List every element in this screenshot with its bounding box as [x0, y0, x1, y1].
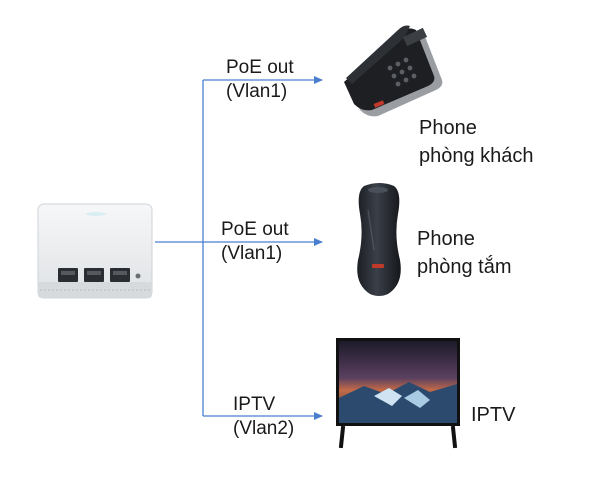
wall-access-point-icon	[37, 203, 153, 299]
link-label-phone-living: PoE out (Vlan1)	[226, 56, 294, 104]
device-label-phone-living: Phone phòng khách	[419, 114, 534, 170]
link-label-phone-bath: PoE out (Vlan1)	[221, 218, 289, 266]
device-label-line1: Phone	[419, 117, 477, 139]
device-label-line1: Phone	[417, 228, 475, 250]
link-label-line1: PoE out	[226, 57, 294, 78]
device-label-iptv: IPTV	[471, 401, 515, 429]
link-label-line1: PoE out	[221, 219, 289, 240]
device-label-line2: phòng tắm	[417, 256, 512, 278]
television-icon	[336, 338, 460, 449]
link-label-line2: (Vlan1)	[221, 243, 283, 264]
link-label-line1: IPTV	[233, 394, 276, 415]
link-label-line2: (Vlan1)	[226, 81, 288, 102]
device-label-phone-bath: Phone phòng tắm	[417, 225, 512, 281]
device-label-line1: IPTV	[471, 404, 516, 426]
link-label-iptv: IPTV (Vlan2)	[233, 393, 294, 441]
device-label-line2: phòng khách	[419, 145, 534, 167]
desk-phone-icon	[344, 25, 443, 117]
link-label-line2: (Vlan2)	[233, 418, 295, 439]
bathroom-phone-icon	[357, 183, 401, 296]
